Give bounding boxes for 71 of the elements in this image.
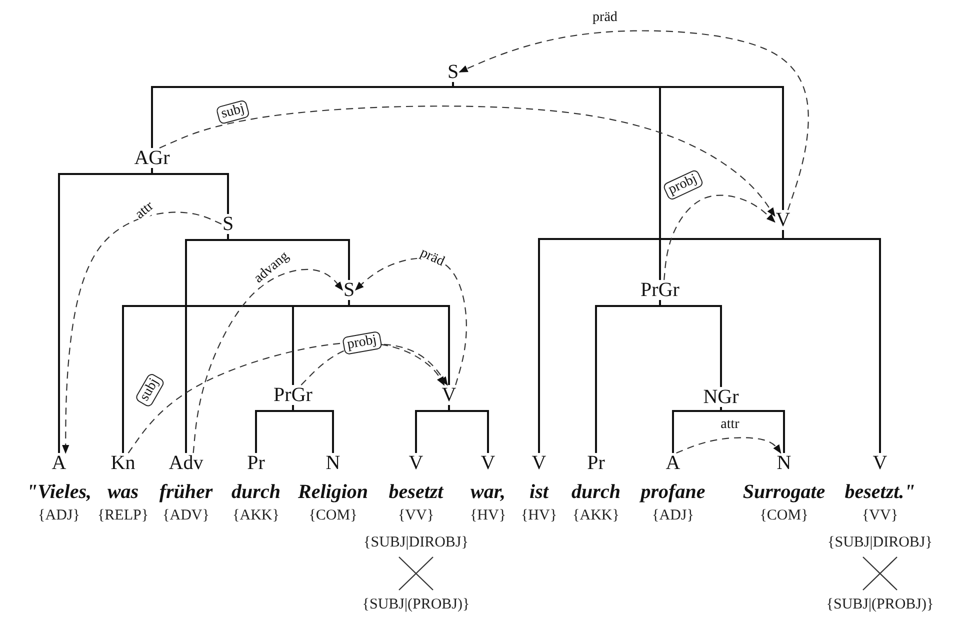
sentence-word: durch (232, 482, 280, 502)
tree-branch-line (672, 407, 722, 453)
morphological-tag: {ADJ} (38, 508, 80, 524)
category-label: S (342, 280, 356, 300)
morphological-tag: {COM} (308, 508, 358, 524)
morphological-tag: {AKK} (572, 508, 620, 524)
dependency-arrow (192, 268, 343, 454)
tree-branch-line (292, 405, 334, 453)
category-label: V (480, 453, 496, 473)
morphological-tag: {HV} (520, 508, 558, 524)
morphological-tag: {ADJ} (652, 508, 694, 524)
category-label: Adv (168, 453, 204, 473)
tree-branch-line (227, 234, 350, 280)
dependency-arrow (354, 258, 467, 386)
dependency-arrow (458, 30, 809, 210)
dependency-arrow (159, 106, 776, 217)
category-label: V (530, 453, 548, 473)
edge-label: subj (134, 372, 166, 408)
category-label: Kn (110, 453, 136, 473)
morphological-tag: {RELP} (97, 508, 149, 524)
dependency-arrow (62, 212, 222, 454)
morphological-tag: {ADV} (162, 508, 210, 524)
dependency-arrow (664, 194, 776, 280)
edge-label: probj (662, 168, 704, 202)
sentence-word: was (107, 482, 139, 502)
dependency-arrow (676, 437, 782, 454)
tree-branch-line (448, 405, 489, 453)
tree-branch-line (151, 168, 229, 214)
sentence-word: "Vieles, (26, 482, 92, 502)
sentence-word: besetzt." (844, 482, 916, 502)
category-label: V (408, 453, 424, 473)
category-label: N (776, 453, 792, 473)
category-label: AGr (133, 148, 171, 168)
morphological-tag: {SUBJ|(PROBJ)} (826, 598, 934, 612)
dependency-arrow (128, 342, 445, 454)
tree-branch-line (720, 407, 785, 453)
morphological-tag: {HV} (470, 508, 506, 524)
sentence-word: durch (572, 482, 620, 502)
category-label: N (324, 453, 342, 473)
category-label: Pr (586, 453, 606, 473)
sentence-word: Religion (298, 482, 368, 502)
category-label: PrGr (640, 280, 680, 300)
edge-label: probj (342, 330, 382, 356)
tree-branch-line (452, 82, 784, 210)
sentence-word: besetzt (388, 482, 444, 502)
morphological-tag: {SUBJ|DIROBJ} (364, 536, 468, 550)
sentence-word: war, (470, 482, 506, 502)
category-label: V (440, 385, 458, 405)
edge-label: subj (216, 99, 250, 125)
edge-label: präd (592, 11, 618, 25)
sentence-word: früher (159, 482, 213, 502)
morphological-tag: {SUBJ|DIROBJ} (828, 536, 932, 550)
tree-branch-line (348, 300, 450, 385)
morphological-tag: {COM} (760, 508, 808, 524)
category-label: S (221, 214, 235, 234)
morphological-tag: {SUBJ|(PROBJ)} (362, 598, 470, 612)
category-label: S (446, 62, 460, 82)
sentence-word: ist (530, 482, 548, 502)
morphological-tag: {AKK} (232, 508, 280, 524)
category-label: V (872, 453, 888, 473)
morphological-tag: {VV} (862, 508, 898, 524)
category-label: Pr (246, 453, 266, 473)
category-label: A (50, 453, 68, 473)
tree-branch-line (782, 230, 881, 453)
category-label: PrGr (272, 385, 314, 405)
morphological-tag: {VV} (398, 508, 434, 524)
category-label: A (664, 453, 682, 473)
category-label: NGr (702, 387, 740, 407)
sentence-word: profane (640, 482, 706, 502)
sentence-word: Surrogate (742, 482, 826, 502)
category-label: V (774, 210, 792, 230)
